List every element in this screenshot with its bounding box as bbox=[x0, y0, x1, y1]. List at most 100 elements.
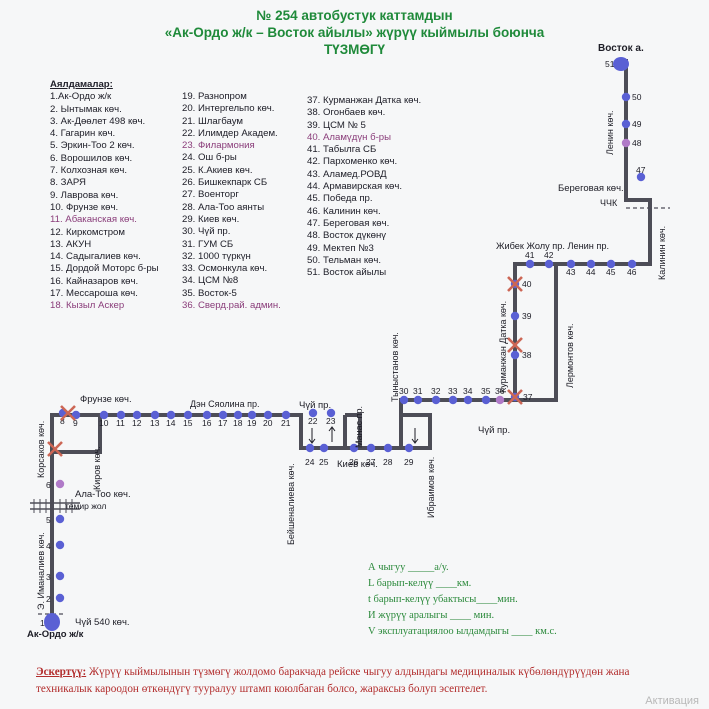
stop-list-item: 51. Восток айылы bbox=[307, 267, 387, 279]
label-tynystanov: Тыныстанов көч. bbox=[390, 332, 400, 402]
stop-number-16: 16 bbox=[202, 418, 212, 428]
stop-marker-11 bbox=[116, 410, 126, 420]
stop-number-50: 50 bbox=[632, 92, 642, 102]
closed-stops-layer bbox=[47, 276, 523, 457]
stop-number-51: 51 bbox=[605, 59, 615, 69]
stop-marker-14 bbox=[166, 410, 176, 420]
closed-stop-mark bbox=[507, 389, 523, 405]
stop-marker-38 bbox=[510, 350, 520, 360]
label-beregovaya: Береговая көч. bbox=[558, 183, 624, 194]
note-label: Эскертүү: bbox=[36, 666, 87, 678]
stop-marker-10 bbox=[99, 410, 109, 420]
warning-note: Эскертүү: Жүрүү кыймылынын түзмөгү жолдо… bbox=[36, 664, 686, 698]
stop-list-item: 1.Ак-Ордо ж/к bbox=[50, 91, 112, 103]
formula-line: А чыгуу _____а/у. bbox=[368, 562, 449, 573]
stop-list-item: 18. Кызыл Аскер bbox=[50, 300, 125, 312]
stop-list-item: 25. К.Акиев көч. bbox=[182, 164, 253, 176]
stop-list-item: 24. Ош б-ры bbox=[182, 152, 237, 164]
stop-number-40: 40 bbox=[522, 279, 532, 289]
stop-marker-36 bbox=[495, 395, 505, 405]
stop-number-5: 5 bbox=[46, 515, 51, 525]
stop-marker-29 bbox=[404, 443, 414, 453]
stop-list-item: 31. ГУМ СБ bbox=[182, 238, 234, 250]
stop-list-item: 39. ЦСМ № 5 bbox=[307, 119, 366, 131]
stop-number-47: 47 bbox=[636, 165, 646, 175]
stop-number-42: 42 bbox=[544, 250, 554, 260]
stop-number-30: 30 bbox=[399, 386, 409, 396]
stop-list-item: 26. Бишкекпарк СБ bbox=[182, 177, 268, 189]
stop-number-21: 21 bbox=[281, 418, 291, 428]
stop-number-27: 27 bbox=[366, 457, 376, 467]
stop-list-item: 23. Филармония bbox=[182, 140, 255, 152]
stop-marker-43 bbox=[566, 259, 576, 269]
label-kiev: Киев көч. bbox=[337, 459, 378, 470]
stop-number-14: 14 bbox=[166, 418, 176, 428]
stop-marker-42 bbox=[544, 259, 554, 269]
label-imanaliev: Э. Иманалиев көч. bbox=[36, 532, 46, 610]
title-line-1: № 254 автобустук каттамдын bbox=[256, 8, 453, 23]
label-chuy1: Чүй пр. bbox=[299, 400, 331, 411]
stop-number-26: 26 bbox=[349, 457, 359, 467]
stop-number-28: 28 bbox=[383, 457, 393, 467]
stop-list-item: 14. Садыгалиев көч. bbox=[50, 251, 141, 263]
title-line-3: ТҮЗМӨГҮ bbox=[323, 42, 386, 57]
railway bbox=[30, 499, 80, 513]
stop-list-item: 9. Лаврова көч. bbox=[50, 189, 119, 201]
label-beyshenalieva: Бейшеналиева көч. bbox=[286, 463, 296, 545]
note-text: Жүрүү кыймылынын түзмөгү жолдомо баракча… bbox=[36, 666, 630, 695]
stop-list-item: 38. Огонбаев көч. bbox=[307, 107, 386, 119]
stop-number-24: 24 bbox=[305, 457, 315, 467]
stop-list-item: 49. Мектеп №3 bbox=[307, 242, 374, 254]
stop-list-item: 15. Дордой Моторс б-ры bbox=[50, 263, 159, 275]
stop-number-3: 3 bbox=[46, 572, 51, 582]
stop-number-17: 17 bbox=[218, 418, 228, 428]
stop-marker-15 bbox=[183, 410, 193, 420]
stop-marker-39 bbox=[510, 311, 520, 321]
label-chuy2: Чүй пр. bbox=[478, 425, 510, 436]
label-kalinin: Калинин көч. bbox=[657, 226, 667, 280]
label-lermontov: Лермонтов көч. bbox=[565, 323, 575, 388]
stop-marker-2 bbox=[55, 593, 65, 603]
formula-line: V эксплуатациялоо ылдамдыгы ____ км.с. bbox=[368, 626, 557, 637]
stop-list-item: 8. ЗАРЯ bbox=[50, 177, 86, 189]
title-line-2: «Ак-Ордо ж/к – Восток айылы» жүрүү кыймы… bbox=[164, 25, 545, 40]
stop-list-item: 46. Калинин көч. bbox=[307, 205, 381, 217]
direction-arrows bbox=[308, 426, 419, 444]
stop-list-item: 29. Киев көч. bbox=[182, 213, 240, 225]
formula-line: t барып-келүү убактысы____мин. bbox=[368, 594, 518, 605]
label-temir: темир жол bbox=[65, 501, 106, 511]
stop-number-15: 15 bbox=[183, 418, 193, 428]
stop-marker-16 bbox=[202, 410, 212, 420]
stop-list-item: 28. Ала-Тоо аянты bbox=[182, 201, 265, 213]
stop-number-49: 49 bbox=[632, 119, 642, 129]
stop-list-item: 3. Ак-Дөөлет 498 көч. bbox=[50, 115, 146, 127]
stop-number-23: 23 bbox=[326, 416, 336, 426]
closed-stop-mark bbox=[47, 441, 63, 457]
terminal-end-marker bbox=[613, 57, 629, 71]
stop-number-41: 41 bbox=[525, 250, 535, 260]
label-kurmanjan: Курманжан Датка көч. bbox=[498, 301, 508, 393]
stop-list-item: 33. Осмонкула көч. bbox=[182, 263, 268, 275]
stop-number-45: 45 bbox=[606, 267, 616, 277]
label-jibek: Жибек Жолу пр. Ленин пр. bbox=[496, 241, 609, 251]
stop-list-item: 34. ЦСМ №8 bbox=[182, 275, 239, 287]
stop-list-item: 5. Эркин-Тоо 2 көч. bbox=[50, 140, 135, 152]
stop-marker-32 bbox=[431, 395, 441, 405]
stop-list-item: 36. Сверд.рай. админ. bbox=[182, 300, 281, 312]
stop-number-13: 13 bbox=[150, 418, 160, 428]
label-frunze: Фрунзе көч. bbox=[80, 394, 132, 405]
stop-list-item: 30. Чүй пр. bbox=[182, 226, 231, 238]
stop-number-20: 20 bbox=[263, 418, 273, 428]
stop-list-item: 48. Восток дүкөнү bbox=[307, 230, 387, 242]
stop-marker-12 bbox=[132, 410, 142, 420]
stop-marker-50 bbox=[621, 92, 631, 102]
stop-marker-44 bbox=[586, 259, 596, 269]
stop-list-item: 32. 1000 түркүн bbox=[182, 250, 251, 262]
stop-marker-47 bbox=[636, 172, 646, 182]
stop-number-12: 12 bbox=[132, 418, 142, 428]
stop-list-item: 17. Мессароша көч. bbox=[50, 288, 138, 300]
route-line-lermontov bbox=[515, 264, 558, 402]
